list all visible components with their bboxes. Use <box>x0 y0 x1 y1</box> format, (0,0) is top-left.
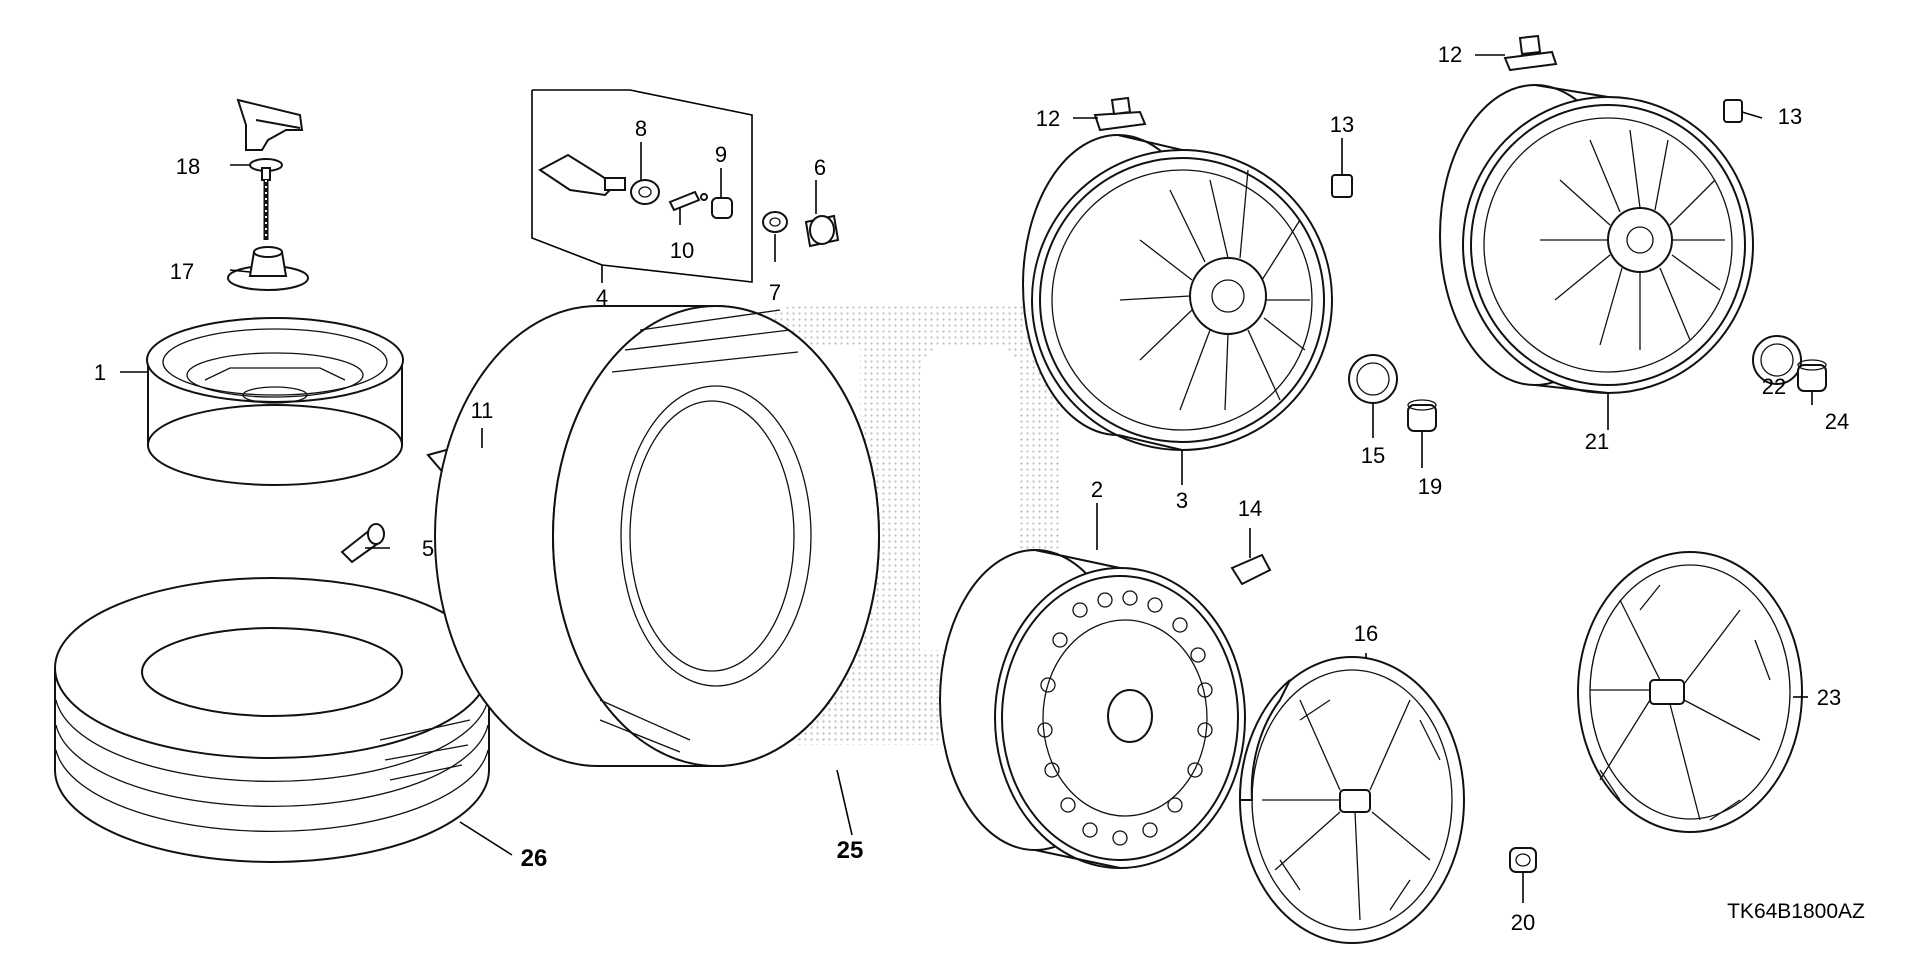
callout-22: 22 <box>1762 374 1786 399</box>
tpms-sensor-icon <box>538 153 626 197</box>
callout-10: 10 <box>670 238 694 263</box>
spare-tire-icon <box>54 577 490 863</box>
spare-tire-bolt-icon <box>236 98 304 240</box>
callout-16: 16 <box>1354 621 1378 646</box>
callout-18: 18 <box>176 154 200 179</box>
tire-icon <box>434 305 880 767</box>
valve-cap-icon <box>711 197 733 219</box>
callout-17: 17 <box>170 259 194 284</box>
valve-core-icon <box>668 190 708 212</box>
alloy-wheel-rear-icon <box>1439 84 1754 394</box>
callout-7: 7 <box>769 280 781 305</box>
balance-clip-icon <box>1723 99 1743 123</box>
spare-wheel-icon <box>146 317 404 486</box>
valve-nut-icon <box>630 179 660 205</box>
callout-12-right: 12 <box>1438 42 1462 67</box>
balance-clip-icon <box>1331 174 1353 198</box>
spare-tire-spacer-icon <box>227 246 309 291</box>
callout-26: 26 <box>521 845 548 872</box>
callout-6: 6 <box>814 155 826 180</box>
callout-1: 1 <box>94 360 106 385</box>
tire-valve-icon <box>340 523 385 564</box>
callout-13-left: 13 <box>1330 112 1354 137</box>
callout-14: 14 <box>1238 496 1262 521</box>
washer-icon <box>762 211 788 233</box>
wheel-nut-icon <box>1407 399 1437 432</box>
center-cap-icon <box>1348 354 1398 404</box>
wheel-nut-icon <box>1509 847 1537 873</box>
wheel-cover-rear-icon <box>1577 551 1803 833</box>
callout-2: 2 <box>1091 477 1103 502</box>
callout-21: 21 <box>1585 429 1609 454</box>
callout-4: 4 <box>596 285 608 310</box>
wheel-nut-icon <box>1797 359 1827 392</box>
callout-9: 9 <box>715 142 727 167</box>
callout-20: 20 <box>1511 910 1535 935</box>
callout-19: 19 <box>1418 474 1442 499</box>
diagram-code: TK64B1800AZ <box>1727 900 1865 923</box>
callout-8: 8 <box>635 116 647 141</box>
wheel-cover-front-icon <box>1238 656 1465 944</box>
balance-weight-icon <box>1093 96 1147 132</box>
callout-24: 24 <box>1825 409 1849 434</box>
wheel-clip-icon <box>1230 553 1272 586</box>
steel-wheel-icon <box>939 549 1246 869</box>
callouts: 1 2 3 4 5 6 7 8 9 10 11 12 12 13 13 14 1… <box>94 42 1849 935</box>
callout-12-left: 12 <box>1036 106 1060 131</box>
alloy-wheel-front-icon <box>1022 134 1333 451</box>
callout-5: 5 <box>422 536 434 561</box>
leader-lines <box>120 54 1813 903</box>
callout-23: 23 <box>1817 685 1841 710</box>
callout-15: 15 <box>1361 443 1385 468</box>
callout-3: 3 <box>1176 488 1188 513</box>
tpms-kit-bracket <box>531 89 753 283</box>
callout-11: 11 <box>471 398 494 423</box>
callout-25: 25 <box>837 837 864 864</box>
callout-13-right: 13 <box>1778 104 1802 129</box>
balance-weight-icon <box>1503 34 1558 72</box>
grommet-icon <box>804 214 840 248</box>
